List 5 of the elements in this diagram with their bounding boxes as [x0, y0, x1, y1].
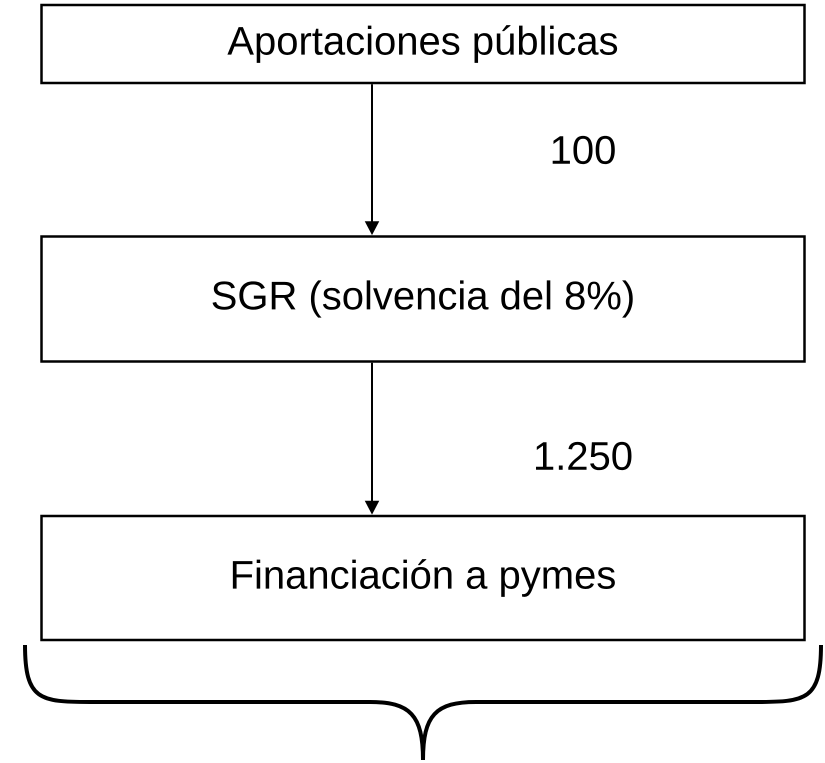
edge-label: 1.250 — [536, 442, 632, 470]
process-box: Financiación a pymes — [40, 514, 806, 642]
process-box: Aportaciones públicas — [40, 4, 806, 84]
process-box: SGR (solvencia del 8%) — [40, 235, 806, 363]
edge-label: 100 — [552, 136, 615, 164]
